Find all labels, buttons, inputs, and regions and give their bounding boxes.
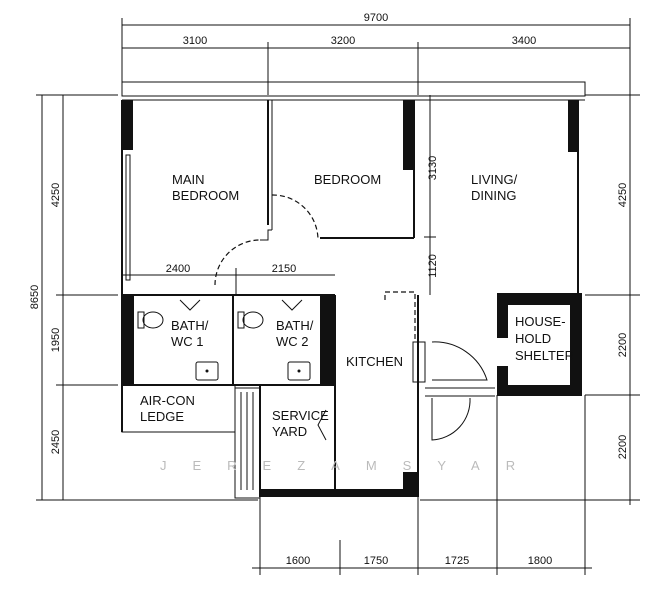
dim-top-1: 3100 [183, 35, 207, 47]
dim-bottom-2: 1750 [364, 555, 388, 567]
room-living-dining: LIVING/DINING [471, 172, 518, 203]
room-bath-wc-2: BATH/WC 2 [276, 318, 314, 349]
dimension-labels: 9700 3100 3200 3400 8650 4250 1950 2450 … [29, 12, 629, 567]
dim-top-total: 9700 [364, 12, 388, 24]
room-kitchen: KITCHEN [346, 354, 403, 369]
dim-interior-h-1: 2400 [166, 263, 190, 275]
doors [179, 194, 488, 441]
dim-interior-v-1: 3130 [427, 156, 439, 180]
dim-right-2: 2200 [617, 333, 629, 357]
room-bedroom: BEDROOM [314, 172, 381, 187]
dim-bottom-3: 1725 [445, 555, 469, 567]
walls [121, 81, 586, 499]
dim-right-1: 4250 [617, 183, 629, 207]
dim-left-total: 8650 [29, 285, 41, 309]
watermark: JEREZAMSYAR [160, 458, 541, 473]
dim-left-3: 2450 [50, 430, 62, 454]
room-bath-wc-1: BATH/WC 1 [171, 318, 209, 349]
dim-left-1: 4250 [50, 183, 62, 207]
sink-icon [287, 361, 311, 381]
sink-icon [195, 361, 219, 381]
toilet-icon [237, 311, 264, 329]
dim-bottom-1: 1600 [286, 555, 310, 567]
dim-interior-h-2: 2150 [272, 263, 296, 275]
dim-top-3: 3400 [512, 35, 536, 47]
fixtures [137, 311, 311, 381]
dim-bottom-4: 1800 [528, 555, 552, 567]
dim-left-2: 1950 [50, 328, 62, 352]
dim-right-3: 2200 [617, 435, 629, 459]
dim-top-2: 3200 [331, 35, 355, 47]
dim-interior-v-2: 1120 [427, 254, 439, 278]
dimension-lines [36, 18, 640, 575]
toilet-icon [137, 311, 164, 329]
